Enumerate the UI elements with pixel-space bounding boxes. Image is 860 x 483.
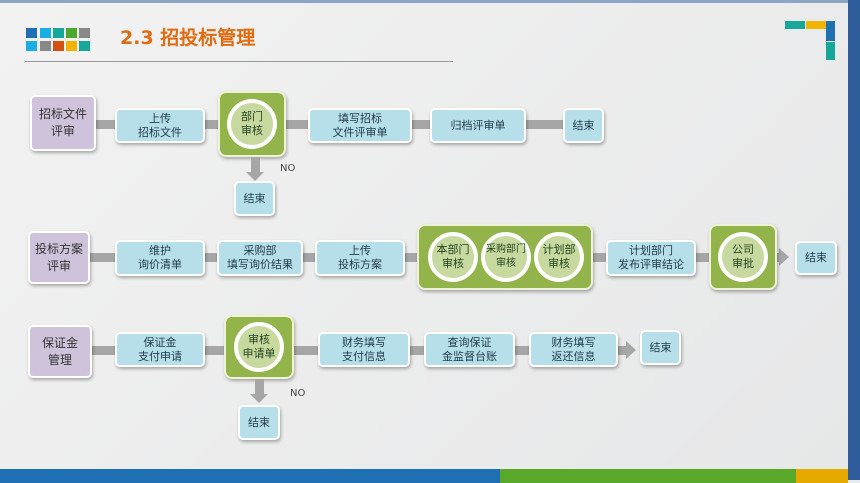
step-upload-bid-plan[interactable]: 上传 投标方案 [315, 240, 405, 276]
step-finance-payment-info[interactable]: 财务填写 支付信息 [318, 332, 410, 367]
step-finance-return-info[interactable]: 财务填写 返还信息 [529, 332, 618, 367]
branch-label: NO [280, 163, 296, 174]
branch-end[interactable]: 结束 [234, 181, 275, 216]
step-end[interactable]: 结束 [795, 241, 837, 275]
approval-group: 本部门 审核 采购部门 审核 计划部 审核 [417, 224, 593, 290]
step-purchase-fill-inquiry[interactable]: 采购部 填写询价结果 [217, 240, 303, 276]
step-planning-dept-review[interactable]: 计划部 审核 [534, 232, 584, 282]
step-purchase-dept-review[interactable]: 采购部门 审核 [481, 232, 531, 282]
step-dept-review[interactable]: 部门 审核 [227, 99, 277, 149]
step-end[interactable]: 结束 [563, 108, 604, 143]
step-end[interactable]: 结束 [640, 330, 681, 365]
row-label-bid-doc-review: 招标文件 评审 [30, 95, 96, 151]
arrow-down-icon [250, 394, 268, 403]
page-title: 2.3 招投标管理 [120, 27, 256, 49]
branch-label: NO [290, 388, 306, 399]
arrow-right-icon [626, 341, 636, 359]
approval-group: 审核 申请单 [224, 315, 294, 379]
title-divider [25, 61, 453, 62]
branch-end[interactable]: 结束 [238, 405, 280, 440]
step-publish-conclusion[interactable]: 计划部门 发布评审结论 [606, 240, 696, 276]
row-label-deposit-management: 保证金 管理 [28, 325, 92, 378]
approval-group: 部门 审核 [218, 91, 286, 157]
arrow-right-icon [779, 248, 789, 266]
step-maintain-inquiry[interactable]: 维护 询价清单 [115, 240, 205, 276]
step-archive-review-form[interactable]: 归档评审单 [430, 108, 526, 143]
step-fill-review-form[interactable]: 填写招标 文件评审单 [308, 108, 412, 143]
step-deposit-payment-request[interactable]: 保证金 支付申请 [115, 332, 205, 367]
step-company-approval[interactable]: 公司 审批 [718, 232, 768, 282]
arrow-down-icon [246, 172, 264, 181]
step-review-request[interactable]: 审核 申请单 [234, 322, 284, 372]
step-own-dept-review[interactable]: 本部门 审核 [428, 232, 478, 282]
window-border [848, 0, 860, 480]
row-label-bid-plan-review: 投标方案 评审 [28, 231, 90, 284]
step-upload-bid-doc[interactable]: 上传 招标文件 [115, 108, 205, 143]
step-query-deposit-ledger[interactable]: 查询保证 金监督台账 [424, 332, 515, 367]
approval-group: 公司 审批 [709, 224, 777, 290]
